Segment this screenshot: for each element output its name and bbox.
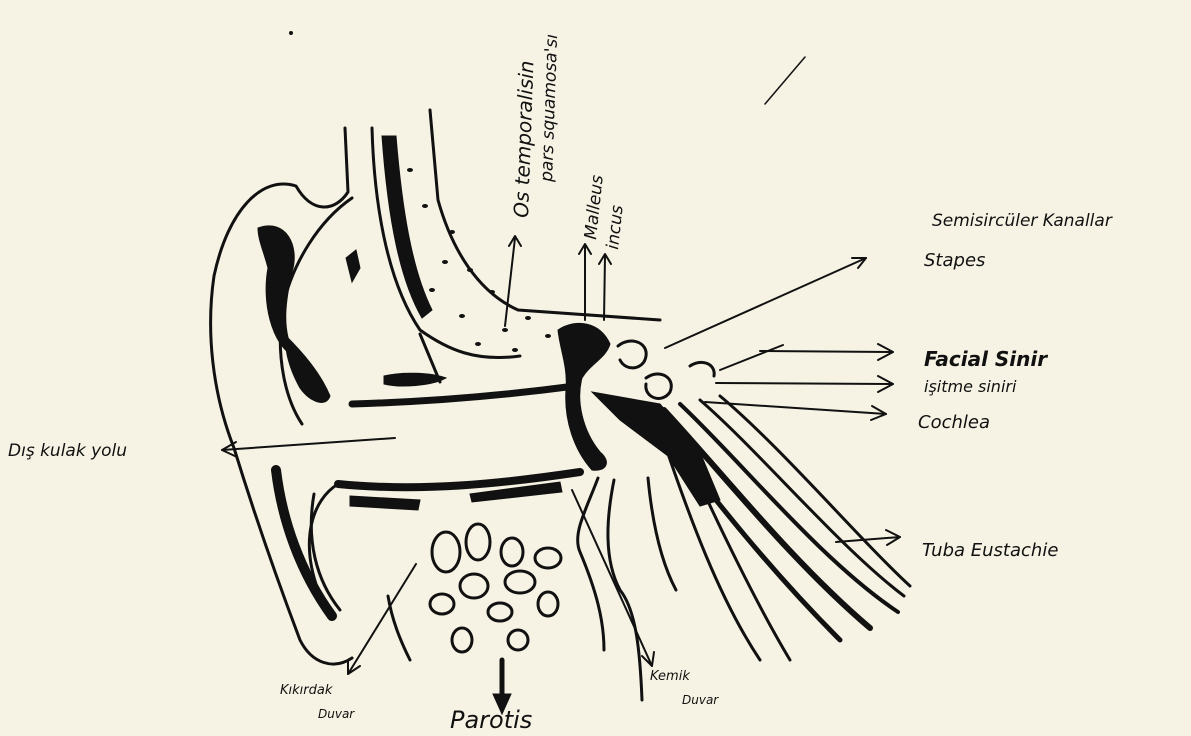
mastoid-cells bbox=[430, 524, 561, 652]
label-facial-nerve: Facial Sinir bbox=[924, 347, 1048, 371]
label-tuba-eustachie: Tuba Eustachie bbox=[922, 540, 1058, 561]
middle-ear bbox=[558, 323, 720, 506]
label-cartilage-wall-line2: Duvar bbox=[318, 707, 355, 721]
stray-dot bbox=[290, 32, 293, 35]
label-ear-canal: Dış kulak yolu bbox=[8, 441, 127, 461]
bony-wall bbox=[578, 478, 676, 700]
label-parotis: Parotis bbox=[450, 706, 532, 734]
stray-pen-line bbox=[765, 57, 805, 104]
label-semicircular-canals: Semisircüler Kanallar bbox=[932, 211, 1113, 231]
label-cochlea: Cochlea bbox=[918, 412, 990, 433]
label-os-temporalis: Os temporalisin bbox=[509, 60, 538, 218]
label-incus: incus bbox=[603, 204, 628, 250]
label-bone-wall-line2: Duvar bbox=[682, 693, 719, 707]
label-bone-wall-line1: Kemik bbox=[650, 669, 690, 684]
ear-canal bbox=[309, 386, 580, 590]
label-stapes: Stapes bbox=[924, 250, 985, 271]
label-pars-squamosa: pars squamosa'sı bbox=[537, 34, 562, 183]
label-cartilage-wall-line1: Kıkırdak bbox=[280, 683, 333, 698]
label-malleus: Malleus bbox=[581, 174, 608, 241]
eustachian-tube bbox=[650, 396, 910, 660]
label-hearing-nerve: işitme siniri bbox=[924, 377, 1017, 396]
